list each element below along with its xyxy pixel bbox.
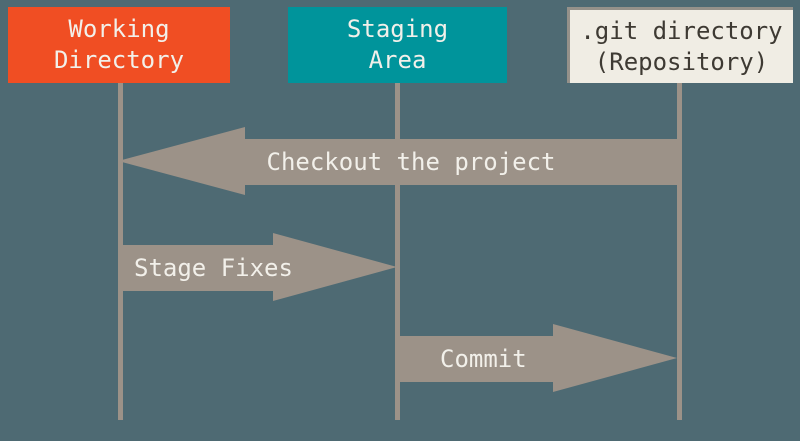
stage-fixes-arrow: Stage Fixes [120, 233, 397, 302]
working-directory-label-line1: Working [68, 15, 170, 43]
staging-area-label-line1: Staging [346, 15, 449, 43]
stage-fixes-arrow-body [120, 244, 273, 291]
commit-arrow-body [400, 335, 553, 382]
working-directory-box: Working Directory [8, 7, 230, 83]
staging-area-label-line2: Area [368, 46, 427, 74]
stage-fixes-arrowhead-right-icon [273, 233, 397, 301]
git-directory-label-line1: .git directory [580, 16, 783, 45]
checkout-arrow: Checkout the project [118, 127, 680, 196]
git-directory-box: .git directory (Repository) [567, 7, 793, 83]
git-directory-label-line2: (Repository) [594, 47, 769, 76]
staging-area-box: Staging Area [288, 7, 507, 83]
commit-arrow-label: Commit [440, 344, 527, 373]
stage-fixes-arrow-label: Stage Fixes [134, 253, 293, 282]
checkout-arrow-label: Checkout the project [266, 147, 556, 176]
git-directory-lifeline [677, 83, 682, 420]
commit-arrow: Commit [400, 324, 677, 393]
checkout-arrow-body [245, 138, 680, 185]
staging-area-lifeline [395, 83, 400, 420]
commit-arrowhead-right-icon [553, 324, 677, 392]
working-directory-label-line2: Directory [53, 46, 185, 74]
checkout-arrowhead-left-icon [118, 127, 245, 195]
